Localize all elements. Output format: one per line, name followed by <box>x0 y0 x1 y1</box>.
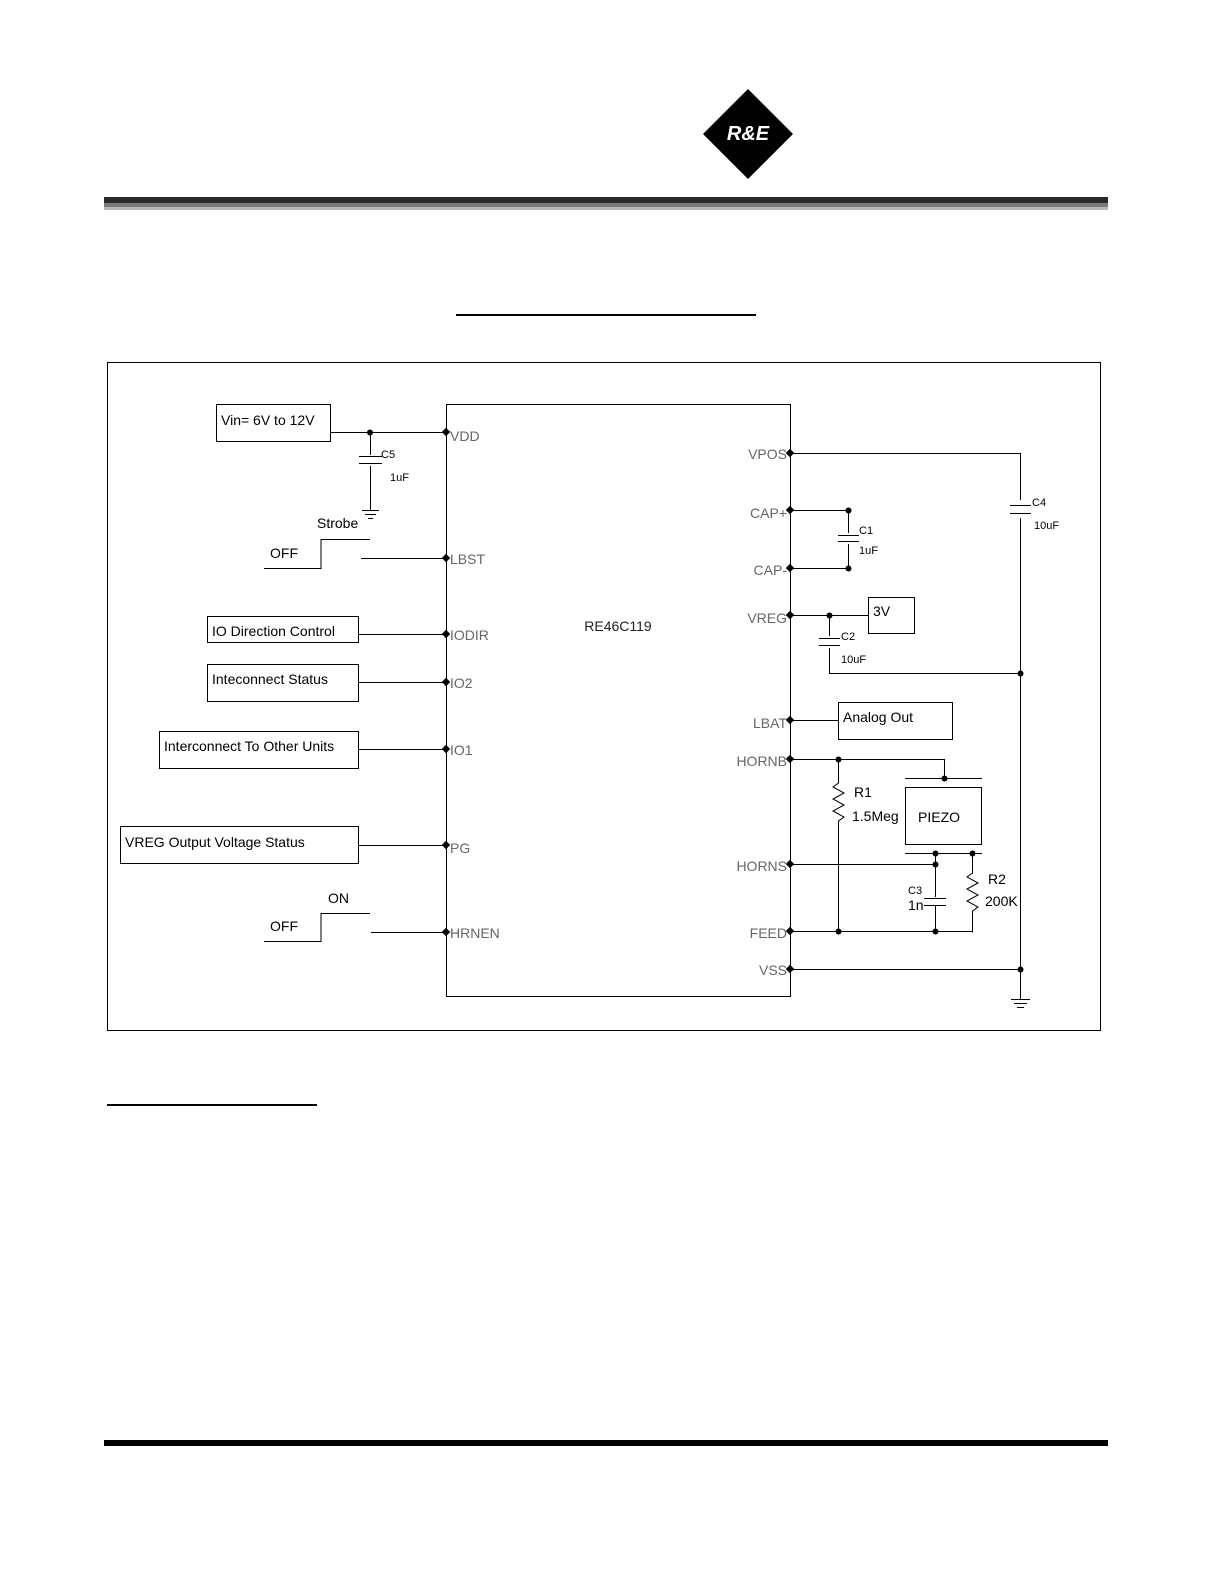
c2-plates <box>819 638 840 646</box>
section-underline <box>107 1104 317 1106</box>
pin-vpos: VPOS <box>748 446 787 462</box>
piezo-box <box>905 787 982 845</box>
c2-name: C2 <box>841 631 855 643</box>
v3-label: 3V <box>873 603 891 619</box>
c1-value: 1uF <box>859 545 878 557</box>
c5-name: C5 <box>381 449 395 461</box>
title-underline <box>456 314 756 316</box>
c5-plates <box>359 456 382 464</box>
r1-name: R1 <box>854 784 872 800</box>
pin-lbst: LBST <box>450 551 485 567</box>
hrnen-off-label: OFF <box>270 918 298 934</box>
header-rule <box>104 197 1108 213</box>
strobe-signal <box>264 539 370 569</box>
c4-name: C4 <box>1032 497 1046 509</box>
c2-value: 10uF <box>841 654 866 666</box>
ic-body <box>446 404 791 997</box>
pin-io2: IO2 <box>450 675 473 691</box>
logo-text: R&E <box>727 123 770 145</box>
analog-label: Analog Out <box>843 709 913 725</box>
pin-vss: VSS <box>759 962 787 978</box>
ic-part-number: RE46C119 <box>584 618 652 634</box>
analog-box <box>838 702 953 740</box>
c2-to-vss <box>829 648 1020 674</box>
pin-pg: PG <box>450 840 470 856</box>
r1-resistor <box>831 759 846 932</box>
pin-capm: CAP- <box>754 562 788 578</box>
r2-value: 200K <box>985 893 1018 909</box>
strobe-label: Strobe <box>317 515 358 531</box>
c1-plates <box>838 535 859 542</box>
pin-hornb: HORNB <box>736 753 787 769</box>
c4-plates <box>1010 505 1031 514</box>
pin-vreg: VREG <box>747 610 787 626</box>
hrnen-on-label: ON <box>328 890 349 906</box>
main-ground <box>1011 999 1030 1008</box>
company-logo: R&E <box>703 89 793 179</box>
pin-lbat: LBAT <box>753 715 787 731</box>
lbst-off-label: OFF <box>270 545 298 561</box>
pin-feed: FEED <box>750 925 787 941</box>
io2-label: Inteconnect Status <box>212 671 328 687</box>
iodir-box <box>207 616 359 643</box>
vpos-wire <box>790 453 1021 500</box>
c5-value: 1uF <box>390 472 409 484</box>
r1-value: 1.5Meg <box>852 808 899 824</box>
r2-resistor <box>965 853 980 933</box>
c4-value: 10uF <box>1034 520 1059 532</box>
c3-plates <box>924 898 946 906</box>
pin-iodir: IODIR <box>450 627 489 643</box>
pin-vdd: VDD <box>450 428 480 444</box>
c5-ground <box>362 510 379 519</box>
pin-io1: IO1 <box>450 742 473 758</box>
vin-label: Vin= 6V to 12V <box>221 412 315 428</box>
piezo-label: PIEZO <box>918 809 960 825</box>
pin-hrnen: HRNEN <box>450 925 500 941</box>
iodir-label: IO Direction Control <box>212 623 335 639</box>
capm-wire <box>790 544 849 569</box>
hornb-wire <box>790 759 945 778</box>
pg-label: VREG Output Voltage Status <box>125 834 305 850</box>
vin-box <box>216 404 331 442</box>
capp-wire <box>790 510 849 533</box>
footer-rule <box>104 1440 1108 1446</box>
c3-value: 1n <box>908 897 924 913</box>
schematic-frame <box>107 362 1101 1031</box>
c3-name: C3 <box>908 885 922 897</box>
r2-name: R2 <box>988 871 1006 887</box>
pin-capp: CAP+ <box>750 505 787 521</box>
pin-horns: HORNS <box>736 858 787 874</box>
v3-box <box>868 597 915 634</box>
io1-label: Interconnect To Other Units <box>164 738 334 754</box>
hrnen-signal <box>264 913 370 942</box>
c1-name: C1 <box>859 525 873 537</box>
